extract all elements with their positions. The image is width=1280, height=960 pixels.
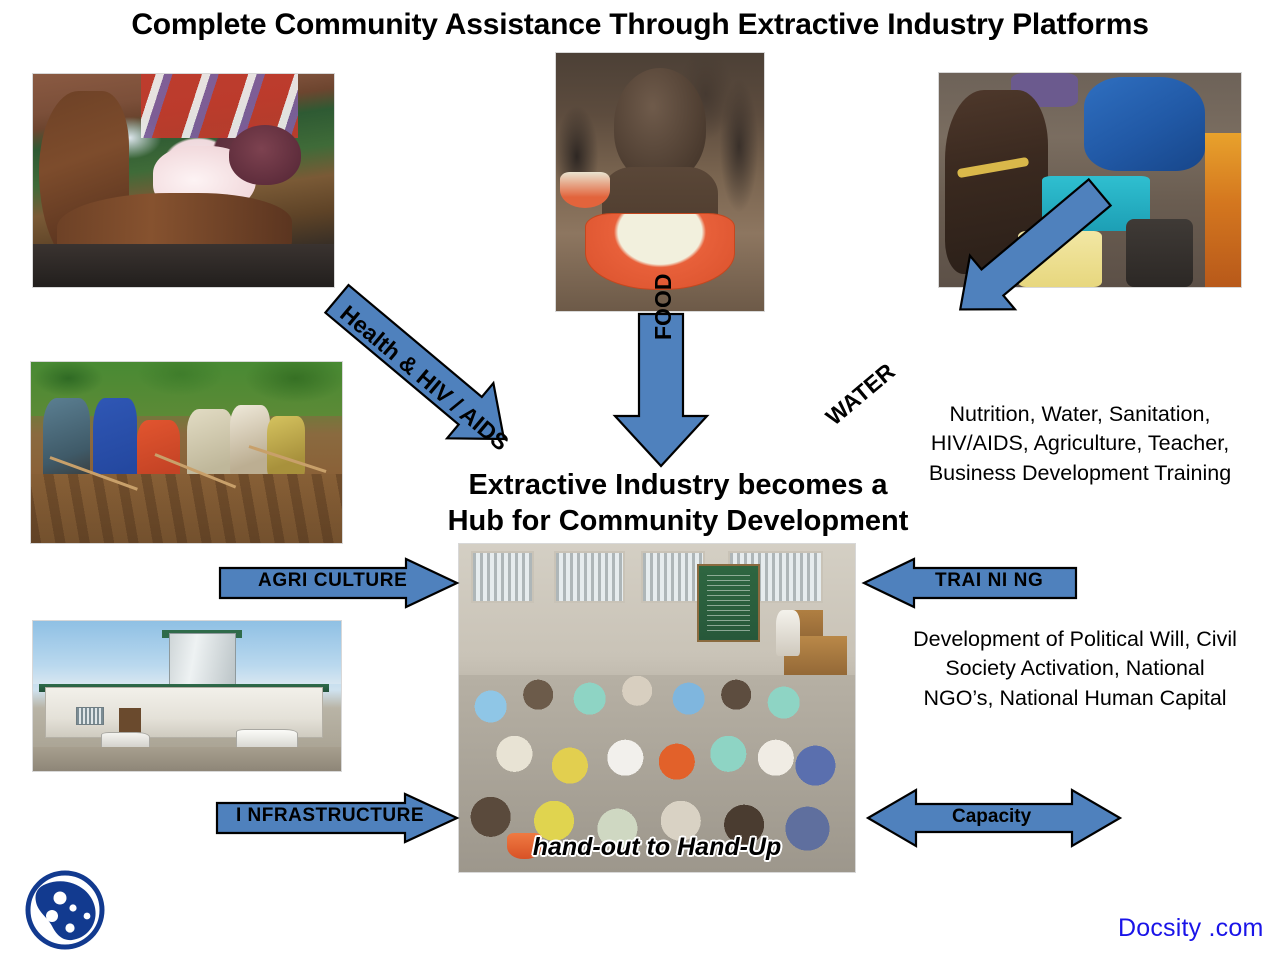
services-description: Nutrition, Water, Sanitation, HIV/AIDS, …: [928, 402, 1232, 485]
arrow-agriculture: [218, 557, 460, 609]
photo-child-with-bowl: [555, 52, 765, 312]
arrow-water: [958, 177, 1113, 311]
enabling-environment-description: Development of Political Will, Civil Soc…: [913, 627, 1237, 710]
arrow-capacity: [865, 788, 1123, 848]
docsity-logo: [25, 870, 105, 950]
photo-agriculture-field: [30, 361, 343, 544]
photo-infrastructure-building: [32, 620, 342, 772]
photo-classroom-hub: hand-out to Hand-Up: [458, 543, 856, 873]
arrow-health-hiv-aids: [323, 283, 506, 441]
hub-heading-line-1: Extractive Industry becomes a: [468, 469, 888, 501]
arrow-food: [612, 312, 710, 468]
docsity-wordmark[interactable]: Docsity .com: [1118, 914, 1264, 942]
photo-water-collection: [938, 72, 1242, 288]
arrow-infrastructure: [215, 792, 460, 844]
hub-photo-caption: hand-out to Hand-Up: [532, 833, 782, 861]
arrow-training: [861, 557, 1078, 609]
hub-heading-line-2: Hub for Community Development: [447, 504, 909, 537]
page-title: Complete Community Assistance Through Ex…: [131, 8, 1149, 41]
photo-mother-and-infant: [32, 73, 335, 288]
hub-heading: Extractive Industry becomes a Hub for Co…: [398, 468, 958, 540]
